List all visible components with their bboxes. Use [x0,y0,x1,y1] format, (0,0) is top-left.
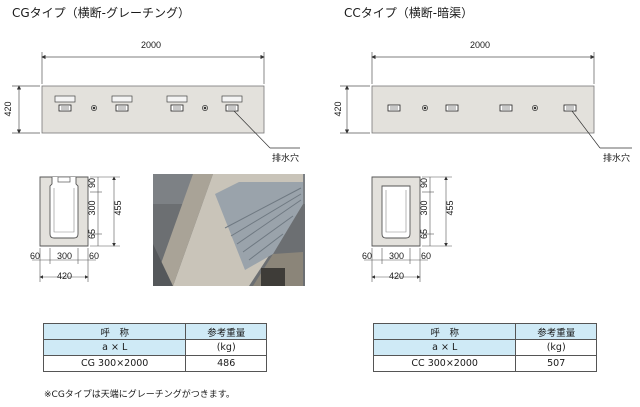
cc-lifting-holes [422,105,538,111]
cc-dim-60-right: 60 [421,251,432,261]
cc-table-sub-unit: (kg) [515,339,597,356]
cc-dim-420: 420 [389,271,405,281]
cc-title: CCタイプ（横断-暗渠） [344,6,474,20]
cg-drain-holes [58,104,239,112]
cc-table-header-name: 呼 称 [372,323,517,340]
cc-spec-table: 呼 称 参考重量 a × L (kg) CC 300×2000 507 [372,323,597,372]
cc-table-header-weight: 参考重量 [515,323,597,340]
cc-table-row-weight: 507 [515,355,597,372]
cg-callout-line [233,110,271,149]
cg-dim-300-bottom: 300 [57,251,73,261]
cg-table-row-weight: 486 [185,355,267,372]
cg-title: CGタイプ（横断-グレーチング） [12,6,191,20]
cc-callout-line [571,110,601,149]
cg-dim-65: 65 [87,229,97,240]
cg-length-label: 2000 [141,40,162,50]
cg-grating-seats [54,95,243,103]
cc-height-label: 420 [333,101,343,117]
cc-table-sub-name: a × L [372,339,517,356]
cg-drain-hole-label: 排水穴 [272,154,300,164]
cg-table-sub-name: a × L [42,339,187,356]
cg-elevation [12,52,300,149]
cc-drain-holes [387,104,577,112]
cc-dim-60-left: 60 [362,251,373,261]
cc-elevation [340,52,632,149]
cg-table-header-name: 呼 称 [42,323,187,340]
cc-drain-hole-label: 排水穴 [603,154,631,164]
cg-dim-455: 455 [113,200,123,216]
product-photo [153,174,305,286]
cg-dim-60-right: 60 [89,251,100,261]
cc-dim-300-bottom: 300 [389,251,405,261]
cc-dim-455: 455 [445,200,455,216]
cc-length-label: 2000 [470,40,491,50]
cg-dim-420: 420 [57,271,73,281]
cg-dim-90: 90 [87,178,97,189]
cc-dim-90: 90 [419,178,429,189]
cg-spec-table: 呼 称 参考重量 a × L (kg) CG 300×2000 486 [42,323,267,372]
cg-hole-hatch [61,106,236,110]
cg-note: ※CGタイプは天端にグレーチングがつきます。 [44,390,235,400]
cc-dim-65: 65 [419,229,429,240]
cc-dim-300: 300 [419,200,429,216]
cc-table-row-name: CC 300×2000 [372,355,517,372]
cg-dim-300: 300 [87,200,97,216]
cg-table-sub-unit: (kg) [185,339,267,356]
cg-section [32,176,120,282]
cc-section [364,176,452,282]
cg-dim-60-left: 60 [30,251,41,261]
cc-block-body [371,85,595,134]
cg-height-label: 420 [3,101,13,117]
cg-lifting-holes [91,105,208,111]
cg-table-header-weight: 参考重量 [185,323,267,340]
cg-table-row-name: CG 300×2000 [42,355,187,372]
